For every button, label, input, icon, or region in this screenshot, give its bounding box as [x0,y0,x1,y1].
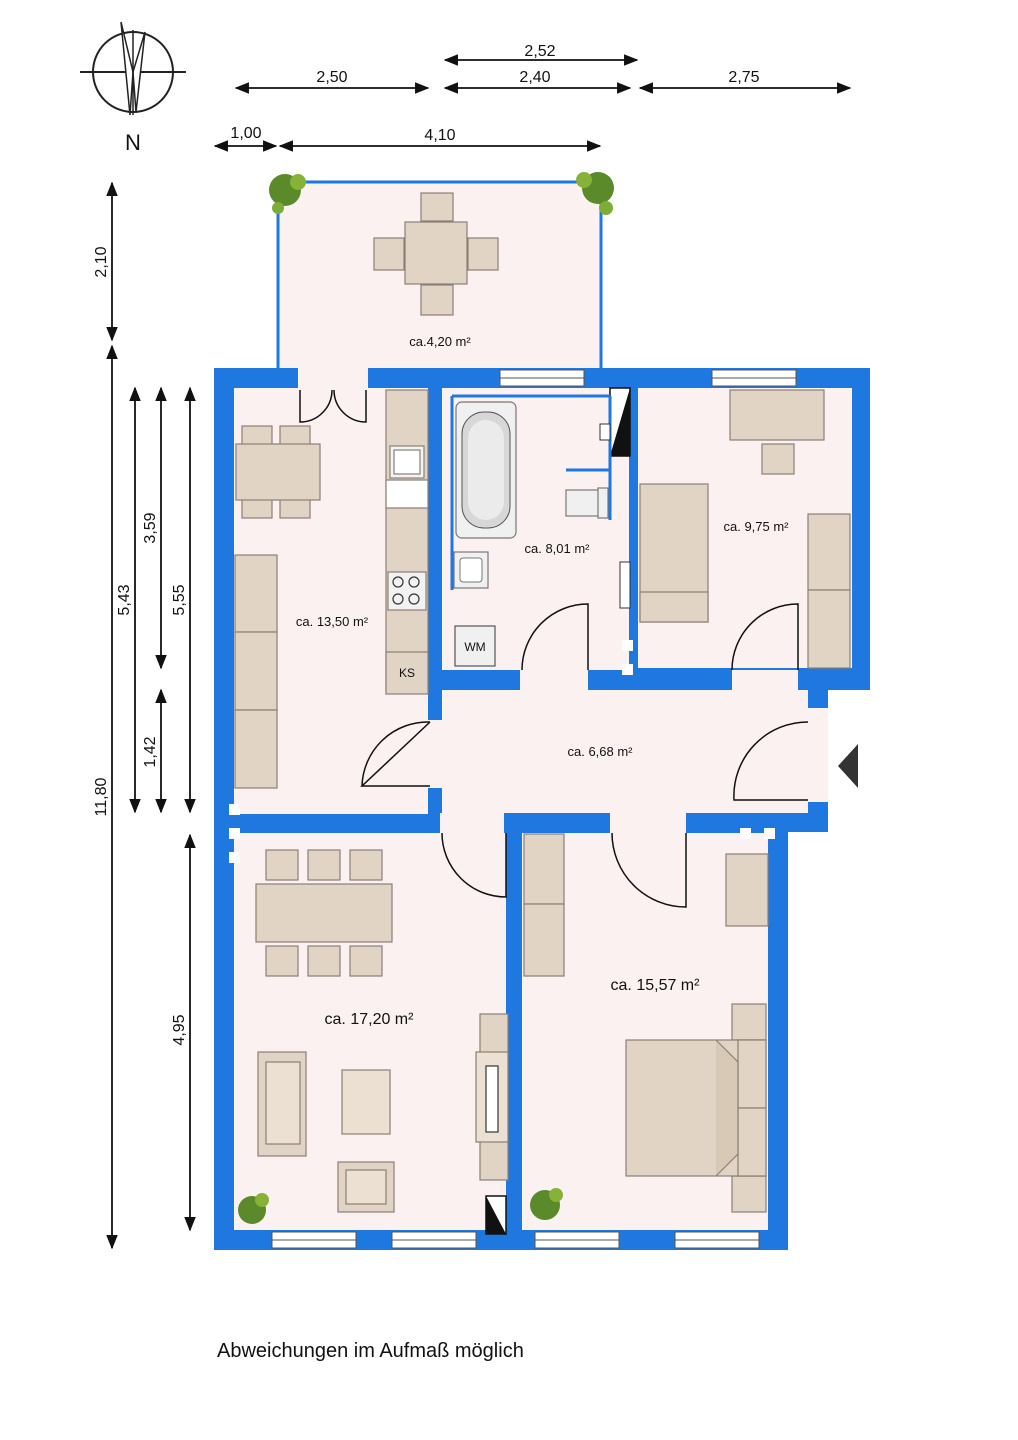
dim-2-40: 2,40 [519,69,550,86]
bathroom-fixtures: WM [450,394,631,667]
area-bedroom-small: ca. 9,75 m² [723,519,789,534]
fridge: KS [385,651,429,695]
washing-machine-label: WM [464,640,485,654]
dim-2-50: 2,50 [316,69,347,86]
entrance-arrow-icon [838,744,858,788]
toilet-icon [565,487,609,519]
area-living: ca. 17,20 m² [325,1011,415,1028]
area-kitchen: ca. 13,50 m² [296,614,369,629]
dimension-lines [106,54,852,1250]
plant-icon [269,174,306,214]
dining-set-balcony [373,192,499,316]
kitchen-furniture: KS [234,389,429,789]
north-arrow-icon [80,21,186,116]
plant-icon [576,172,614,215]
area-bedroom: ca. 15,57 m² [611,977,701,994]
fridge-label: KS [399,666,415,680]
disclaimer-text: Abweichungen im Aufmaß möglich [217,1340,524,1362]
windows [271,369,797,1249]
sink-icon [453,551,489,589]
dim-5-43: 5,43 [116,584,133,615]
dim-1-42: 1,42 [142,736,159,767]
area-hallway: ca. 6,68 m² [567,744,633,759]
shafts [485,387,631,1235]
dim-1-00: 1,00 [230,125,261,142]
door-openings [298,368,828,833]
dim-5-55: 5,55 [171,584,188,615]
dim-2-10: 2,10 [93,246,110,277]
balcony [269,172,614,370]
plant-icon [530,1188,563,1220]
wall-ducts [229,640,775,863]
living-furniture [255,849,509,1213]
dim-4-10: 4,10 [424,127,455,144]
north-label: N [125,130,141,155]
dim-4-95: 4,95 [171,1014,188,1045]
dim-2-52: 2,52 [524,43,555,60]
bedroom-furniture [523,833,769,1213]
dim-3-59: 3,59 [142,512,159,543]
plant-icon [238,1193,269,1224]
bedroom-small-furniture [639,389,851,669]
stove-icon [387,571,427,611]
bathtub-icon [455,401,517,539]
area-balcony: ca.4,20 m² [409,334,471,349]
doors [299,389,809,908]
area-bathroom: ca. 8,01 m² [524,541,590,556]
kitchen-table [235,425,321,519]
washing-machine: WM [454,625,496,667]
dim-2-75: 2,75 [728,69,759,86]
dim-11-80: 11,80 [93,777,110,816]
